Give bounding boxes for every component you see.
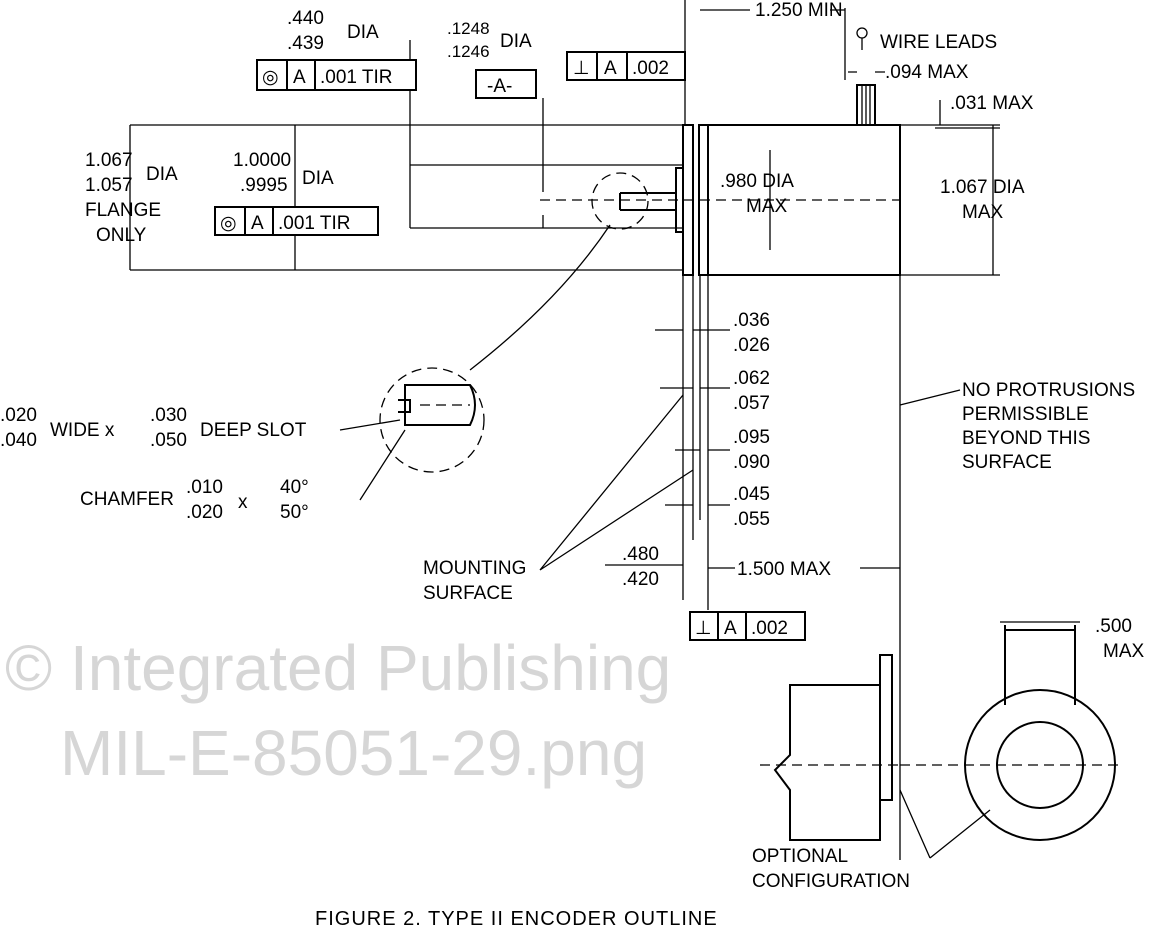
svg-text:WIRE LEADS: WIRE LEADS [880, 32, 997, 53]
svg-text:.440: .440 [287, 8, 324, 29]
svg-text:DEEP SLOT: DEEP SLOT [200, 420, 307, 441]
svg-text:BEYOND THIS: BEYOND THIS [962, 428, 1090, 449]
svg-text:1.250 MIN: 1.250 MIN [755, 0, 843, 21]
svg-text:MAX: MAX [962, 202, 1004, 223]
svg-text:WIDE x: WIDE x [50, 420, 115, 441]
svg-text:DIA: DIA [302, 168, 334, 189]
svg-text:OPTIONAL: OPTIONAL [752, 846, 848, 867]
svg-text:.045: .045 [733, 484, 770, 505]
svg-text:.1246: .1246 [447, 42, 490, 61]
svg-text:A: A [251, 213, 264, 234]
svg-text:.020: .020 [186, 502, 223, 523]
svg-text:⊥: ⊥ [573, 58, 590, 79]
svg-text:.002: .002 [632, 58, 669, 79]
svg-text:◎: ◎ [262, 67, 279, 88]
svg-text:.480: .480 [622, 544, 659, 565]
svg-text:⊥: ⊥ [695, 618, 712, 639]
fcf-perpendicularity-bottom: ⊥ A .002 [689, 611, 806, 641]
svg-text:DIA: DIA [146, 164, 178, 185]
svg-text:MAX: MAX [746, 196, 788, 217]
svg-text:.010: .010 [186, 477, 223, 498]
svg-text:A: A [293, 67, 306, 88]
svg-text:SURFACE: SURFACE [962, 452, 1052, 473]
svg-text:1.500 MAX: 1.500 MAX [737, 559, 831, 580]
svg-text:FLANGE: FLANGE [85, 200, 161, 221]
svg-text:-A-: -A- [487, 76, 512, 97]
svg-text:1.0000: 1.0000 [233, 150, 291, 171]
dimension-labels: .440 .439 DIA .1248 .1246 DIA 1.250 MIN … [0, 0, 1145, 892]
svg-text:.050: .050 [150, 430, 187, 451]
svg-text:NO PROTRUSIONS: NO PROTRUSIONS [962, 380, 1135, 401]
svg-text:.1248: .1248 [447, 19, 490, 38]
svg-text:.420: .420 [622, 569, 659, 590]
svg-text:.439: .439 [287, 33, 324, 54]
svg-text:DIA: DIA [347, 22, 379, 43]
svg-text:.095: .095 [733, 427, 770, 448]
svg-text:DIA: DIA [500, 31, 532, 52]
svg-text:1.067: 1.067 [85, 150, 133, 171]
svg-text:1.067 DIA: 1.067 DIA [940, 177, 1025, 198]
optional-configuration-view [760, 625, 1120, 841]
datum-a-box: -A- [475, 69, 537, 99]
svg-text:.030: .030 [150, 405, 187, 426]
svg-text:.500: .500 [1095, 616, 1132, 637]
slot-detail-view [379, 367, 485, 473]
svg-text:.040: .040 [0, 430, 37, 451]
svg-text:MAX: MAX [1103, 641, 1145, 662]
svg-text:.001 TIR: .001 TIR [278, 213, 351, 234]
svg-text:.057: .057 [733, 393, 770, 414]
svg-text:.002: .002 [751, 618, 788, 639]
fcf-perpendicularity-top: ⊥ A .002 [566, 51, 686, 81]
svg-text:PERMISSIBLE: PERMISSIBLE [962, 404, 1089, 425]
svg-text:.055: .055 [733, 509, 770, 530]
svg-text:CONFIGURATION: CONFIGURATION [752, 871, 910, 892]
svg-text:CHAMFER: CHAMFER [80, 489, 174, 510]
watermark-line2: MIL-E-85051-29.png [60, 717, 647, 789]
svg-text:x: x [238, 492, 248, 513]
svg-text:.9995: .9995 [240, 175, 288, 196]
svg-text:50°: 50° [280, 502, 309, 523]
svg-text:.026: .026 [733, 335, 770, 356]
fcf-concentricity-top: ◎ A .001 TIR [256, 59, 417, 91]
svg-text:.062: .062 [733, 368, 770, 389]
svg-text:SURFACE: SURFACE [423, 583, 513, 604]
svg-text:A: A [724, 618, 737, 639]
svg-text:1.057: 1.057 [85, 175, 133, 196]
svg-text:.094 MAX: .094 MAX [885, 62, 969, 83]
svg-text:MOUNTING: MOUNTING [423, 558, 526, 579]
svg-text:ONLY: ONLY [96, 225, 147, 246]
svg-text:.020: .020 [0, 405, 37, 426]
svg-text:.001 TIR: .001 TIR [320, 67, 393, 88]
watermark-line1: © Integrated Publishing [5, 632, 671, 704]
svg-text:40°: 40° [280, 477, 309, 498]
svg-text:.036: .036 [733, 310, 770, 331]
svg-text:A: A [604, 58, 617, 79]
fcf-concentricity-pilot: ◎ A .001 TIR [214, 206, 379, 236]
svg-text:.980 DIA: .980 DIA [720, 171, 794, 192]
svg-text:◎: ◎ [220, 213, 237, 234]
svg-text:.031 MAX: .031 MAX [950, 93, 1034, 114]
figure-caption: FIGURE 2. TYPE II ENCODER OUTLINE [315, 908, 718, 930]
svg-text:.090: .090 [733, 452, 770, 473]
